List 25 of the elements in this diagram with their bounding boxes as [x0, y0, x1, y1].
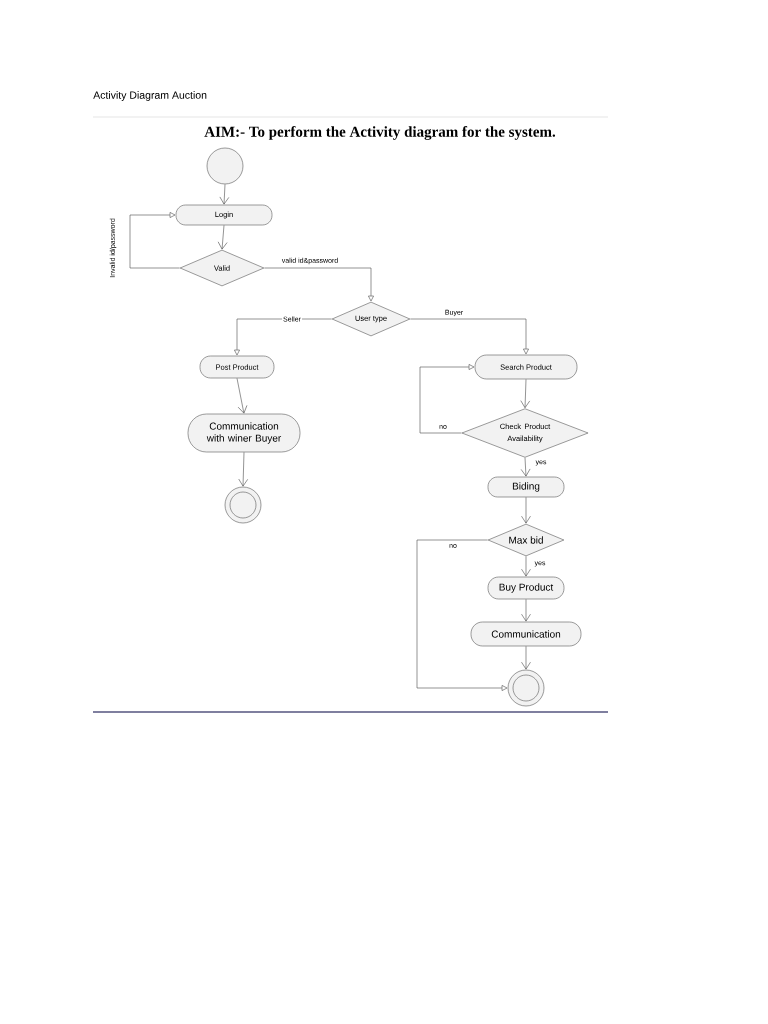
arrow	[410, 318, 529, 355]
arrow	[129, 212, 180, 269]
arrow	[264, 267, 374, 302]
activity-box: Biding	[487, 476, 565, 498]
arrow	[521, 646, 531, 670]
arrow	[520, 457, 531, 477]
arrow	[217, 225, 228, 250]
arrow	[219, 184, 230, 205]
activity-box: Communication with winer Buyer	[187, 413, 301, 453]
arrow	[521, 497, 531, 524]
activity-box: Buy Product	[487, 576, 565, 600]
page-title: Activity Diagram Auction	[93, 91, 207, 101]
arrow	[236, 378, 248, 414]
start-node	[206, 147, 244, 185]
end-node	[507, 669, 545, 707]
end-node	[224, 486, 262, 524]
arrow	[238, 452, 248, 487]
arrow	[234, 318, 332, 356]
arrow	[419, 364, 475, 434]
arrow	[521, 556, 531, 577]
aim-heading: AIM:- To perform the Activity diagram for the system.	[204, 126, 556, 140]
arrow	[520, 379, 531, 409]
activity-box: Communication	[470, 621, 582, 647]
arrow	[416, 539, 508, 691]
arrow	[521, 599, 531, 622]
